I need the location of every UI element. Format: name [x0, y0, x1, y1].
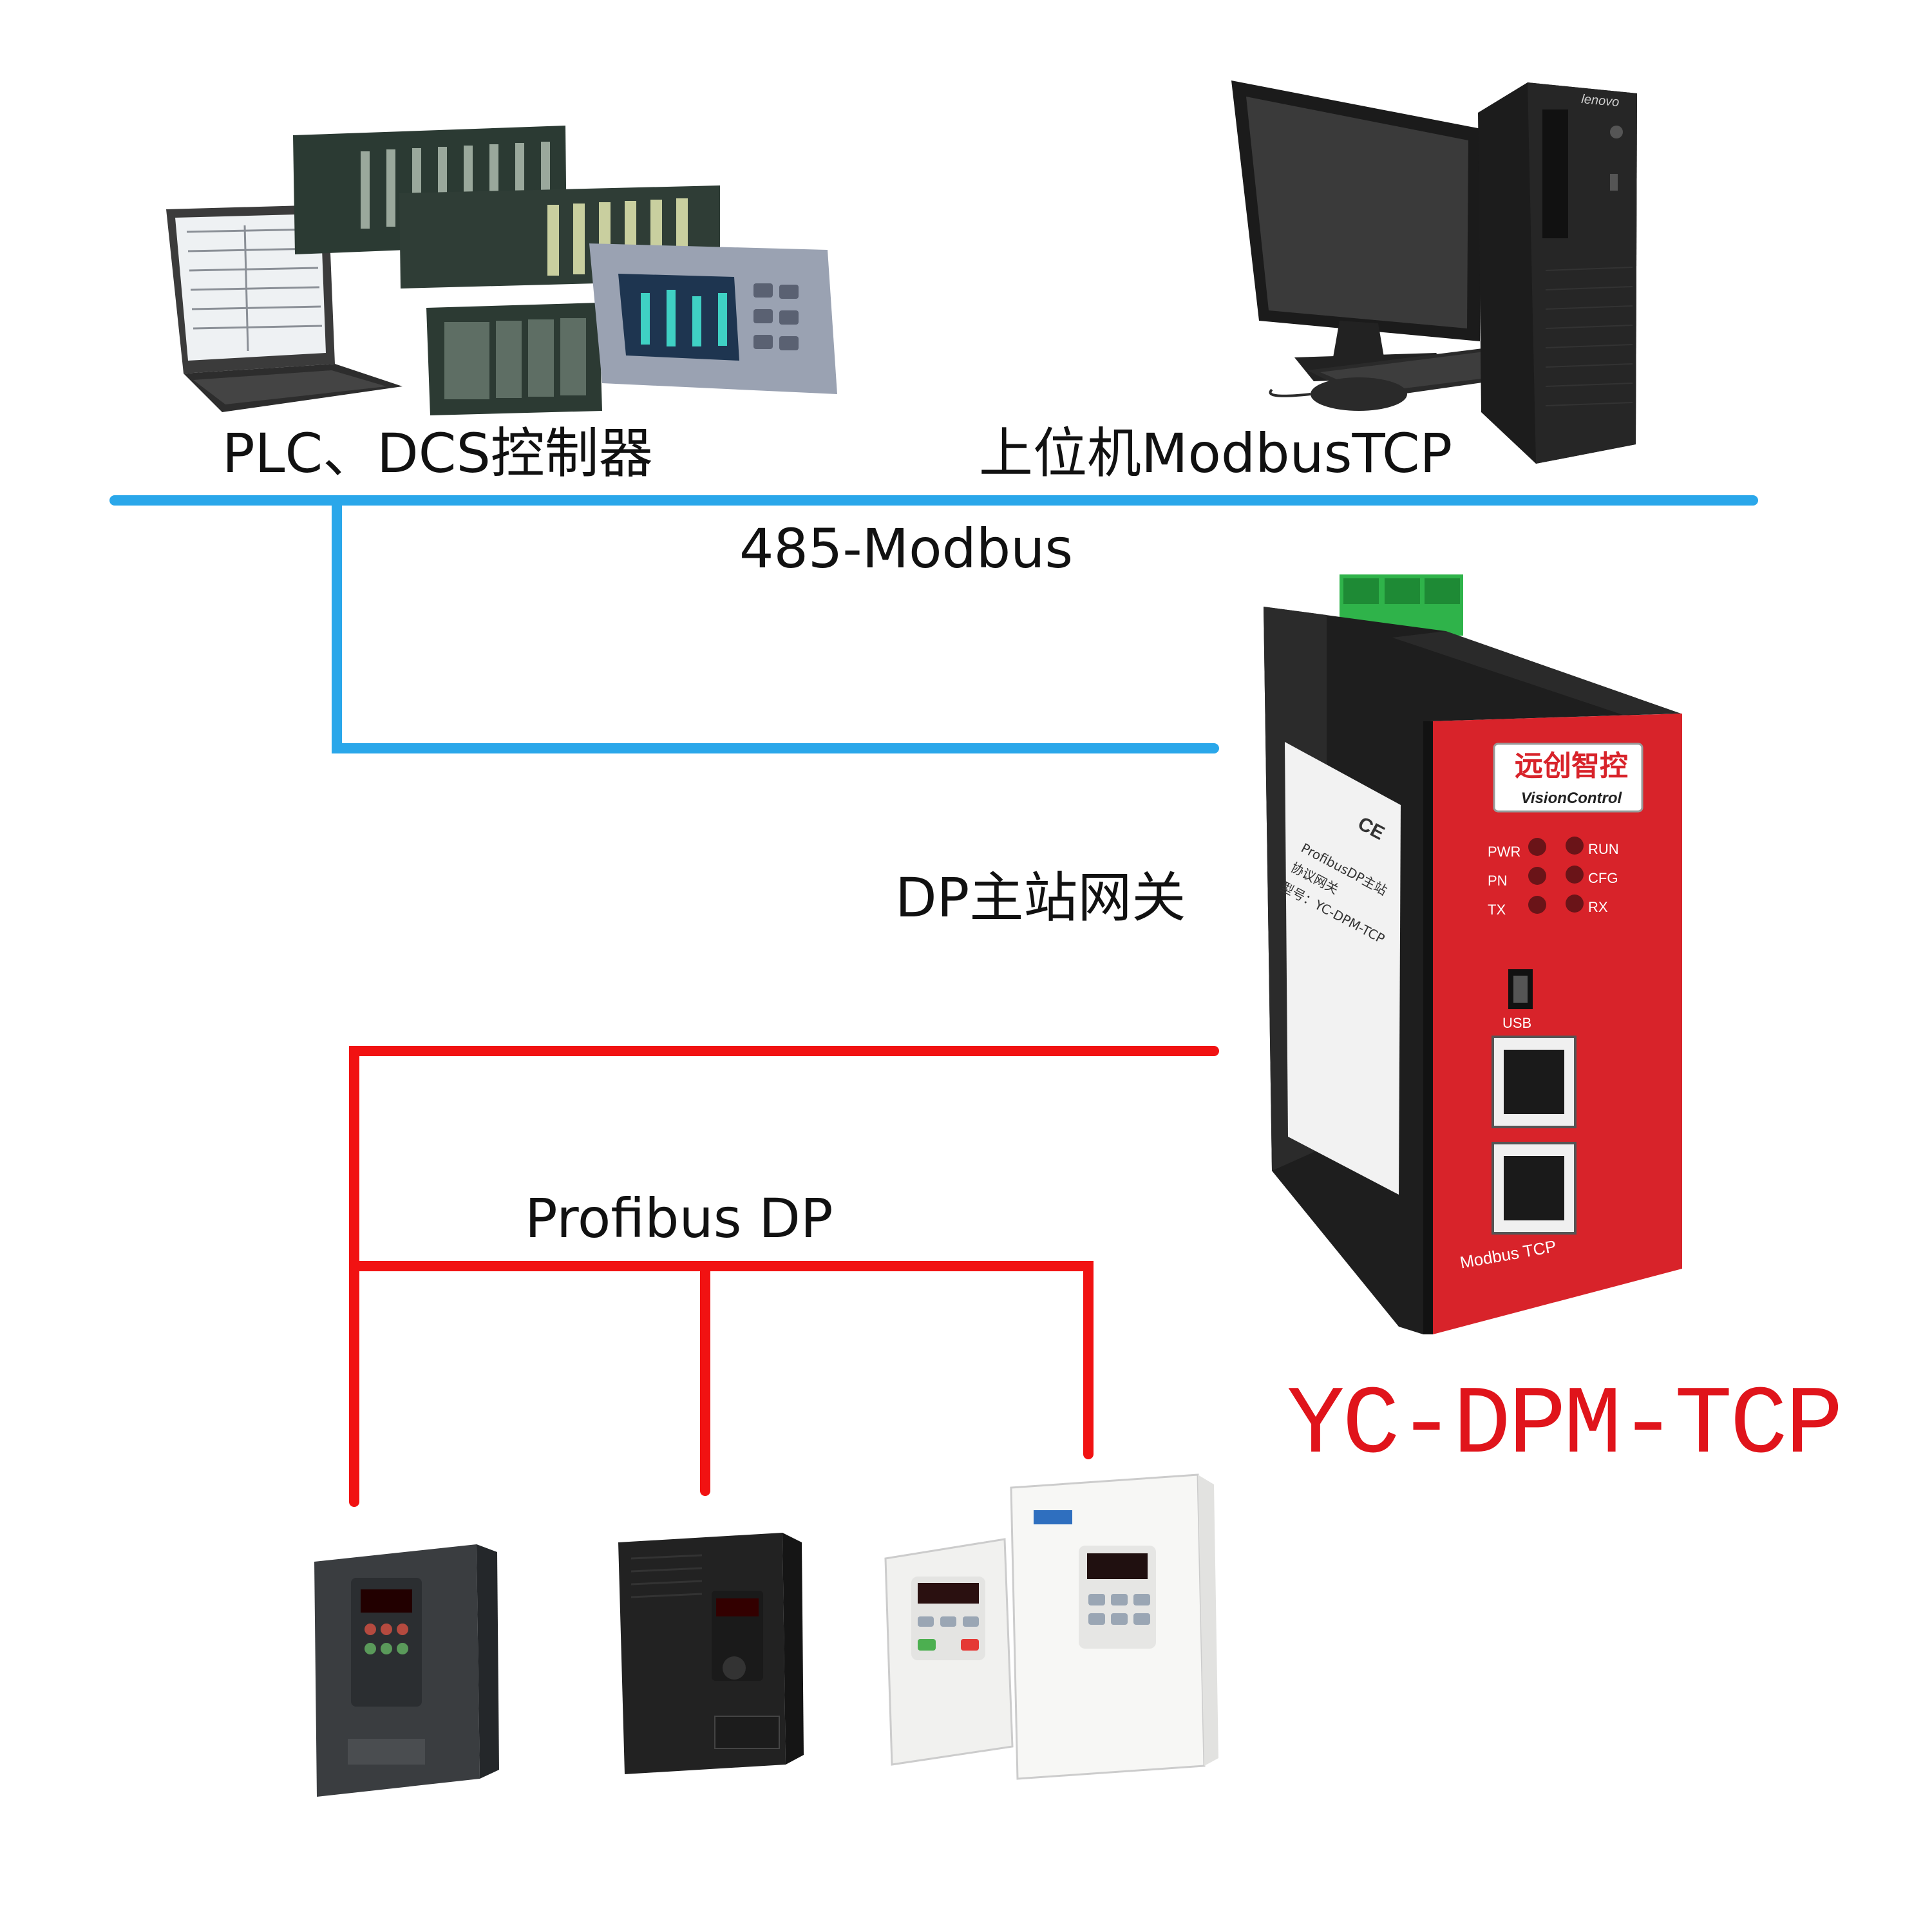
- label-dp-master-gateway: DP主站网关: [895, 866, 1186, 929]
- led-label-rx: RX: [1588, 899, 1608, 915]
- gateway-brand-en: VisionControl: [1520, 790, 1622, 807]
- plc-dcs-controllers-image: [166, 126, 837, 415]
- led-label-pn: PN: [1488, 873, 1508, 889]
- bus-profibus-dp: [349, 1046, 1219, 1507]
- led-label-tx: TX: [1488, 902, 1506, 918]
- host-pc-image: lenovo: [1231, 80, 1637, 464]
- vfd-drive-1-image: [314, 1544, 499, 1797]
- usb-label: USB: [1502, 1015, 1532, 1031]
- vfd-drive-4-image: [1010, 1473, 1218, 1780]
- gateway-device-image: [1264, 574, 1682, 1334]
- vfd-drive-3-image: [884, 1538, 1014, 1766]
- led-label-cfg: CFG: [1588, 870, 1618, 886]
- bus-485-modbus: [109, 495, 1758, 753]
- label-profibus-dp: Profibus DP: [525, 1187, 833, 1250]
- led-labels-right: RUN CFG RX: [1588, 835, 1619, 922]
- label-plc-dcs-controllers: PLC、DCS控制器: [222, 422, 653, 485]
- vfd-drive-2-image: [618, 1533, 804, 1774]
- label-485-modbus: 485-Modbus: [739, 517, 1074, 580]
- led-label-run: RUN: [1588, 841, 1619, 857]
- label-model-yc-dpm-tcp: YC-DPM-TCP: [1287, 1372, 1843, 1481]
- led-labels-left: PWR PN TX: [1488, 837, 1520, 924]
- pc-brand-text: lenovo: [1581, 92, 1620, 109]
- led-label-pwr: PWR: [1488, 844, 1521, 860]
- gateway-brand-cn: 远创智控: [1515, 750, 1628, 782]
- label-host-modbus-tcp: 上位机ModbusTCP: [979, 422, 1453, 485]
